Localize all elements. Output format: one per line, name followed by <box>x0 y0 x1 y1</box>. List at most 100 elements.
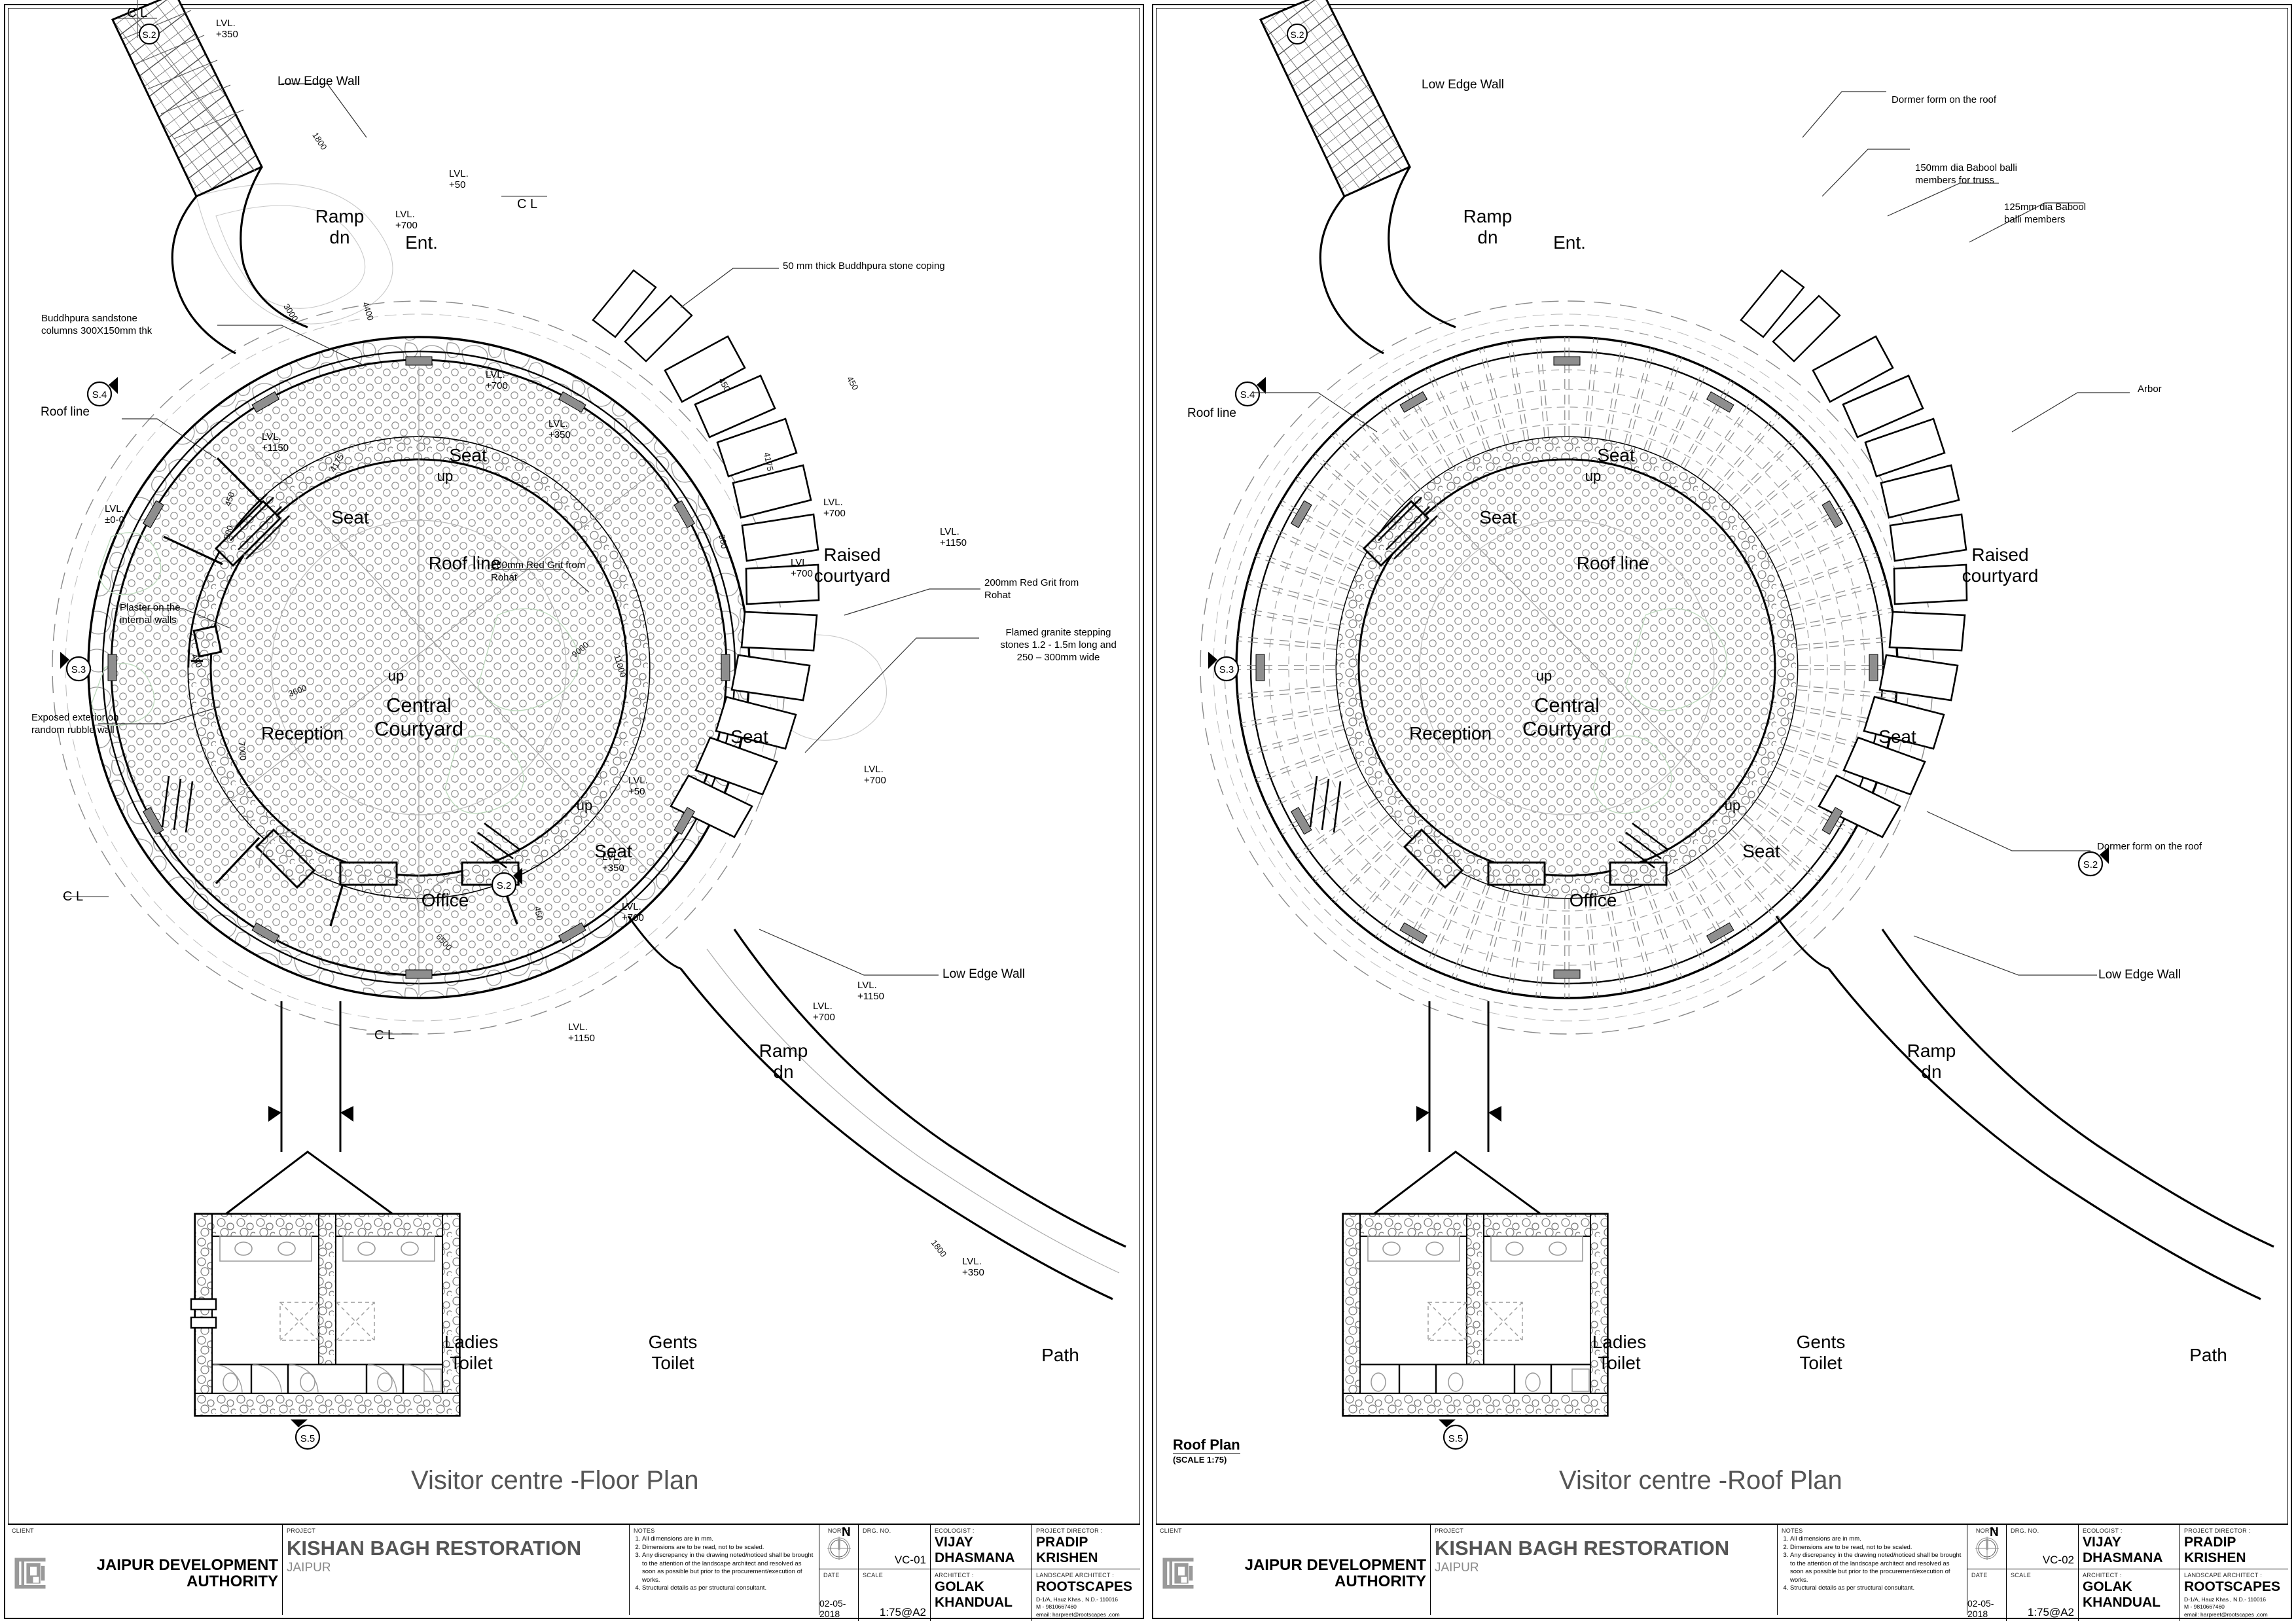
room-label-seat-3: Seat <box>1878 726 1916 747</box>
tb-scale-caption: SCALE <box>863 1572 884 1578</box>
roof-plan-drawing: S.2 <box>1148 0 2296 1518</box>
room-label-path: Path <box>1041 1345 1079 1365</box>
level-marker: LVL. +1150 <box>940 526 967 548</box>
tb-project-caption: PROJECT <box>287 1527 316 1534</box>
level-marker: LVL. +700 <box>486 369 508 391</box>
tb-client-caption: CLIENT <box>12 1527 34 1534</box>
dimension-label: 7000 <box>236 741 249 761</box>
annotation-text: Plaster on the internal walls <box>120 602 181 626</box>
tb-date-caption: DATE <box>1971 1572 1988 1578</box>
tb-scale-value: 1:75@A2 <box>879 1606 926 1619</box>
level-marker: LVL. ±0-0 <box>105 503 124 526</box>
stair-label-up-2: up <box>387 668 404 684</box>
tb-project-director-caption: PROJECT DIRECTOR : <box>2184 1527 2251 1534</box>
room-label-seat-2: Seat <box>331 507 369 527</box>
tb-project-director-cell: PROJECT DIRECTOR : PRADIP KRISHEN <box>2180 1525 2288 1569</box>
tb-project-name: KISHAN BAGH RESTORATION <box>1435 1537 1730 1560</box>
room-label-reception: Reception <box>260 723 344 743</box>
room-label-roof-line-a: Roof line <box>428 553 501 573</box>
plan-title: Visitor centre -Roof Plan <box>1559 1466 1842 1495</box>
svg-text:S.3: S.3 <box>71 664 86 675</box>
tb-right-group: NORTH N DRG. NO. VC-02 <box>1967 1525 2288 1622</box>
tb-notes-list: All dimensions are in mm. Dimensions are… <box>634 1535 815 1593</box>
room-label-office: Office <box>1569 890 1617 910</box>
tb-date-value: 02-05-2018 <box>1967 1598 1994 1620</box>
annotation-exposed-exterior-rubble: Exposed exterior on random rubble wall <box>31 712 118 737</box>
sheet-roof-plan: S.2 <box>1148 0 2296 1623</box>
svg-text:S.2: S.2 <box>1290 29 1304 40</box>
tb-north-caption: NORTH <box>1975 1527 1998 1534</box>
room-label-office: Office <box>421 890 469 910</box>
stair-label-up-3: up <box>576 797 593 813</box>
tb-architect-name: GOLAK KHANDUAL <box>2083 1579 2161 1610</box>
tb-landscape-name: ROOTSCAPES <box>2184 1579 2281 1594</box>
tb-north-cell: NORTH N <box>1967 1525 2007 1569</box>
tb-north-caption: NORTH <box>827 1527 850 1534</box>
tb-architect-cell: ARCHITECT : GOLAK KHANDUAL <box>931 1569 1032 1622</box>
tb-landscape-caption: LANDSCAPE ARCHITECT : <box>2184 1572 2263 1578</box>
room-label-gents-toilet: Gents Toilet <box>648 1332 698 1374</box>
tb-date-value: 02-05-2018 <box>819 1598 846 1620</box>
jda-logo-icon <box>1162 1558 1194 1589</box>
level-marker: LVL. +350 <box>602 851 624 874</box>
tb-ecologist-name: VIJAY DHASMANA <box>2083 1535 2163 1565</box>
tb-architect-caption: ARCHITECT : <box>935 1572 974 1578</box>
annotation-flamed-granite: Flamed granite stepping stones 1.2 - 1.5… <box>983 627 1134 664</box>
tb-architect-cell: ARCHITECT : GOLAK KHANDUAL <box>2079 1569 2180 1622</box>
annotation-low-edge-wall-top: Low Edge Wall <box>278 75 361 88</box>
svg-text:S.4: S.4 <box>92 389 107 401</box>
tb-date-cell: DATE 02-05-2018 <box>819 1569 859 1622</box>
room-label-raised-courtyard: Raised courtyard <box>1962 544 2039 586</box>
svg-text:S.3: S.3 <box>1219 664 1234 675</box>
stair-label-up-1: up <box>1585 468 1602 484</box>
annotation-low-edge-wall-bottom: Low Edge Wall <box>942 967 1026 981</box>
floor-plan-drawing: S.2 <box>0 0 1148 1518</box>
tb-client-caption: CLIENT <box>1160 1527 1182 1534</box>
centre-mark: C L <box>517 197 538 211</box>
tb-right-group: NORTH N DRG. NO. VC-01 <box>819 1525 1140 1622</box>
tb-ecologist-caption: ECOLOGIST : <box>2083 1527 2123 1534</box>
note-item: Dimensions are to be read, not to be sca… <box>642 1544 815 1552</box>
level-marker: LVL. +350 <box>962 1256 984 1278</box>
note-item: Any discrepancy in the drawing noted/not… <box>642 1552 815 1584</box>
svg-text:S.2: S.2 <box>142 29 156 40</box>
level-marker: LVL. +700 <box>823 497 846 519</box>
room-label-ladies-toilet: Ladies Toilet <box>1592 1332 1647 1374</box>
tb-drg-number: VC-01 <box>894 1554 926 1566</box>
tb-project-director-name: PRADIP KRISHEN <box>2184 1535 2246 1565</box>
centre-mark: C L <box>127 6 148 20</box>
room-label-path: Path <box>2189 1345 2227 1365</box>
jda-logo-icon <box>14 1558 46 1589</box>
tb-project-cell: PROJECT KISHAN BAGH RESTORATION JAIPUR <box>1431 1525 1778 1615</box>
level-marker: LVL. +350 <box>548 418 571 440</box>
tb-drg-cell: DRG. NO. VC-02 <box>2007 1525 2079 1569</box>
room-label-seat-3: Seat <box>730 726 768 747</box>
roof-plan-tag-title: Roof Plan <box>1173 1436 1240 1453</box>
tb-drg-number: VC-02 <box>2042 1554 2074 1566</box>
room-label-central-courtyard: Central Courtyard <box>1522 694 1612 740</box>
tb-north-letter: N <box>842 1525 851 1539</box>
note-item: Structural details as per structural con… <box>1790 1584 1963 1593</box>
annotation-plaster-internal-walls: Plaster on the internal walls <box>120 602 181 627</box>
tb-project-location: JAIPUR <box>1435 1560 1479 1575</box>
tb-date-caption: DATE <box>823 1572 840 1578</box>
tb-scale-value: 1:75@A2 <box>2027 1606 2074 1619</box>
tb-project-cell: PROJECT KISHAN BAGH RESTORATION JAIPUR <box>283 1525 630 1615</box>
plan-title: Visitor centre -Floor Plan <box>411 1466 699 1495</box>
annotation-babool-125: 125mm dia Babool balli members <box>2004 202 2087 225</box>
tb-architect-caption: ARCHITECT : <box>2083 1572 2122 1578</box>
tb-landscape-architect-cell: LANDSCAPE ARCHITECT : ROOTSCAPES D-1/A, … <box>1032 1569 1140 1621</box>
tb-landscape-address: D-1/A, Hauz Khas , N.D.- 110016 M - 9810… <box>1036 1596 1120 1618</box>
level-marker: LVL. +1150 <box>857 980 885 1002</box>
tb-date-cell: DATE 02-05-2018 <box>1967 1569 2007 1622</box>
room-label-ent: Ent. <box>1553 232 1586 253</box>
annotation-text: 200mm Red Grit from Rohat <box>984 577 1079 601</box>
annotation-text: Exposed exterior on random rubble wall <box>31 712 119 736</box>
tb-landscape-caption: LANDSCAPE ARCHITECT : <box>1036 1572 1115 1578</box>
level-marker: LVL. +50 <box>449 168 469 190</box>
stair-label-up-1: up <box>437 468 454 484</box>
annotation-stone-coping: 50 mm thick Buddhpura stone coping <box>783 260 945 272</box>
level-marker: LVL. +1150 <box>262 431 289 454</box>
stair-label-up-3: up <box>1724 797 1741 813</box>
floor-plan-geometry: S.2 <box>52 0 1126 1450</box>
